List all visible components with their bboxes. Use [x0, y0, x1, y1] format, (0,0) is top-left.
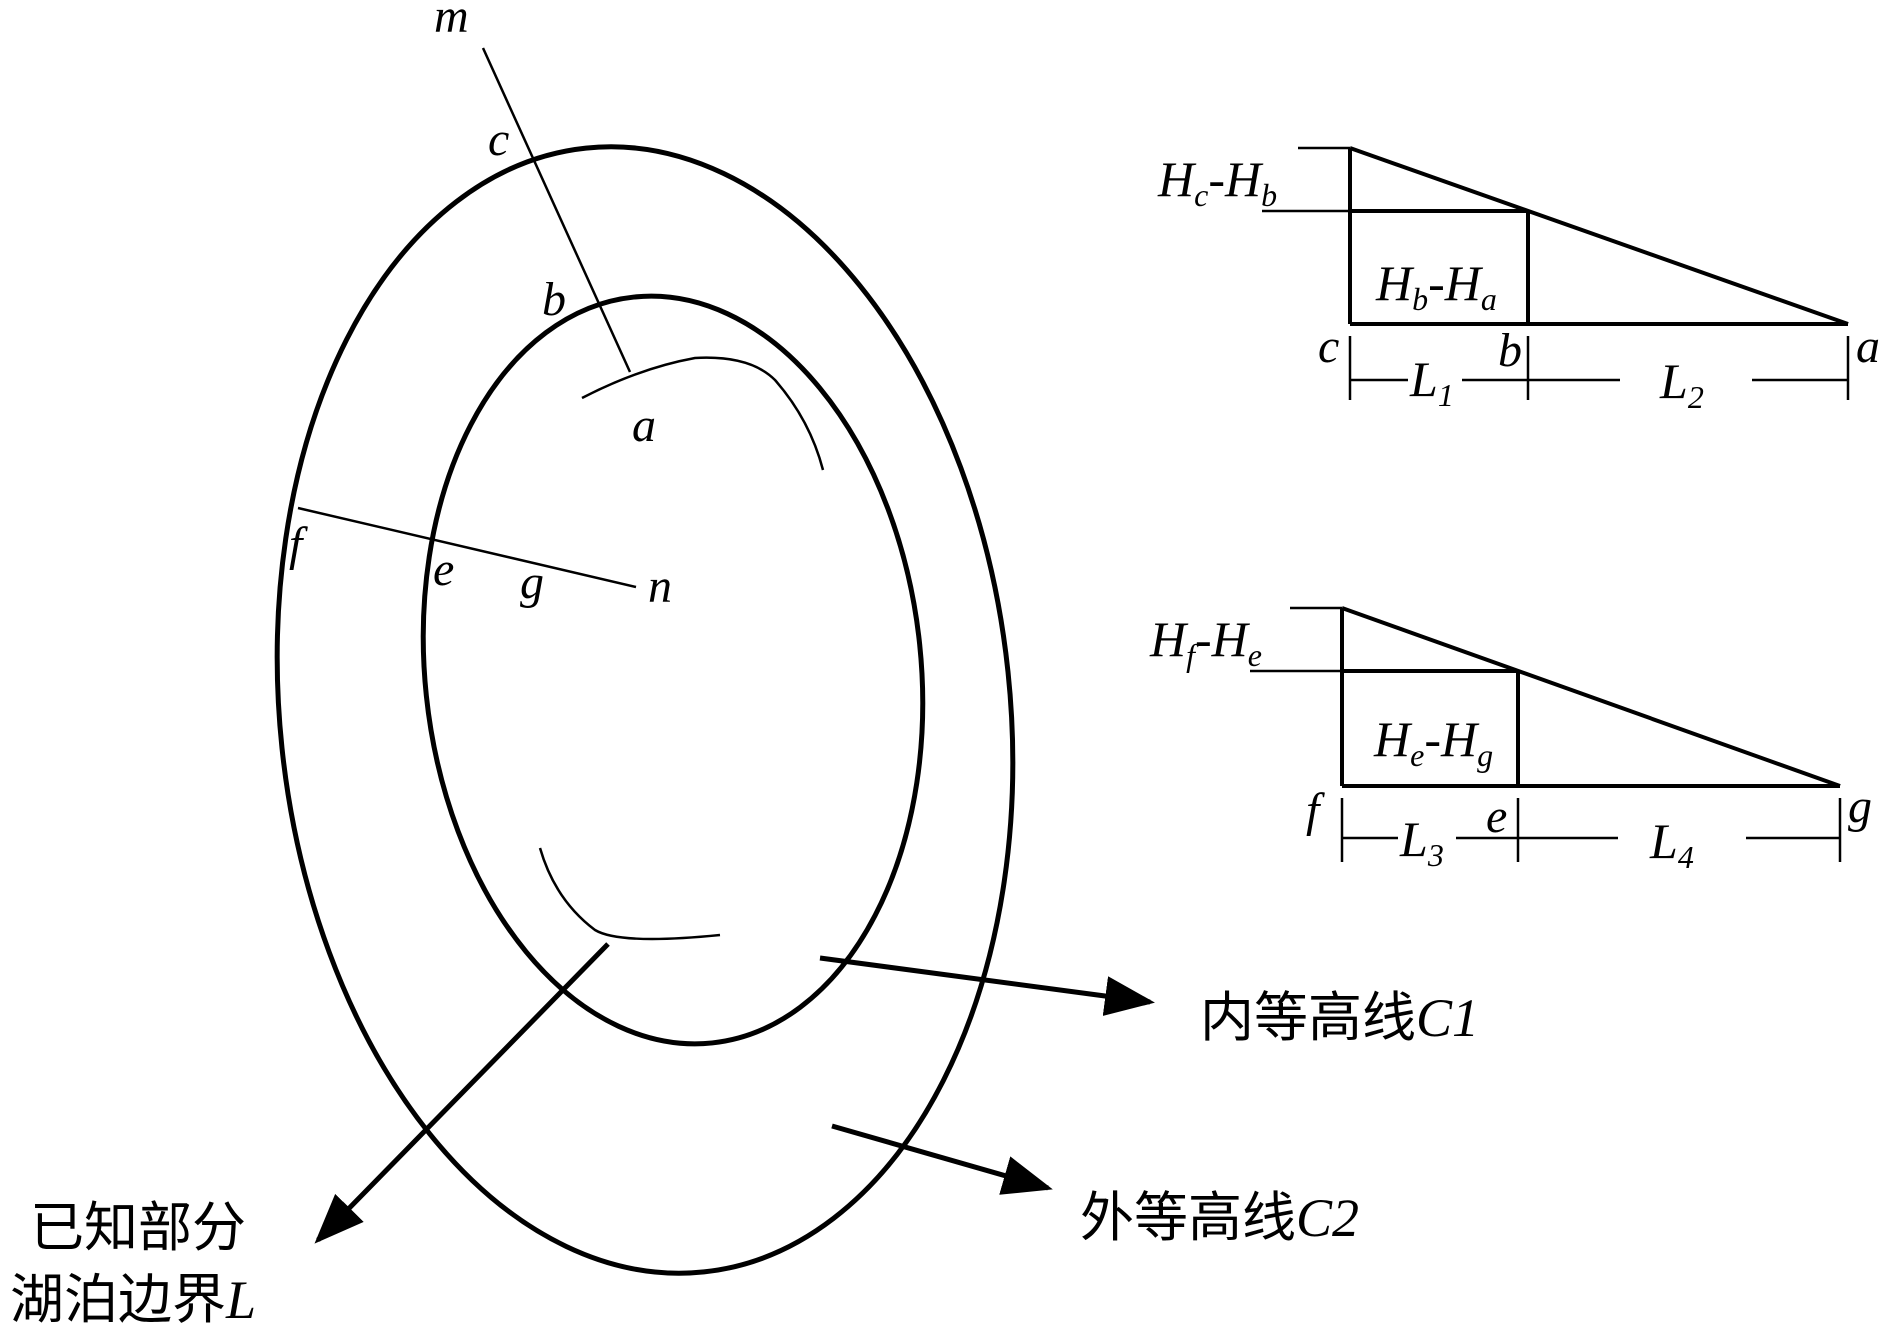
bottom-length-l3: L3 — [1399, 811, 1444, 873]
label-point-a: a — [632, 399, 656, 452]
section-line-n — [297, 506, 637, 589]
label-inner-contour: 内等高线C1 — [1200, 986, 1479, 1049]
top-corner-a: a — [1856, 320, 1880, 373]
lake-boundary-lower — [538, 847, 721, 941]
inner-contour-c1 — [420, 293, 926, 1047]
bottom-length-l4: L4 — [1649, 813, 1694, 875]
label-point-b: b — [542, 273, 566, 326]
top-length-l1: L1 — [1409, 351, 1454, 413]
label-point-e: e — [433, 543, 454, 596]
outer-contour-c2 — [274, 144, 1016, 1276]
label-point-m: m — [434, 0, 469, 43]
top-label-height-cb: Hc-Hb — [1157, 151, 1277, 213]
contour-figure: m c b a f e g n — [274, 0, 1016, 1276]
arrow-lake-boundary — [314, 942, 610, 1244]
label-point-c: c — [488, 113, 509, 166]
arrow-inner-contour — [819, 955, 1155, 1016]
bottom-label-height-eg: He-Hg — [1373, 711, 1493, 773]
arrow-outer-contour — [831, 1123, 1053, 1195]
label-lake-boundary-line1: 已知部分 — [30, 1196, 246, 1259]
section-line-m — [481, 47, 632, 373]
top-corner-b: b — [1498, 324, 1522, 377]
top-length-l2: L2 — [1659, 353, 1704, 415]
label-point-g: g — [520, 556, 544, 609]
bottom-corner-f: f — [1306, 784, 1325, 837]
label-lake-boundary-line2: 湖泊边界L — [10, 1268, 256, 1331]
triangle-bottom: Hf-He He-Hg f e g L3 L4 — [1149, 606, 1872, 875]
label-point-f: f — [289, 518, 308, 571]
triangle-top: Hc-Hb Hb-Ha c b a L1 L2 — [1157, 146, 1880, 415]
label-outer-contour: 外等高线C2 — [1080, 1186, 1359, 1249]
top-label-height-ba: Hb-Ha — [1375, 255, 1497, 317]
top-corner-c: c — [1318, 320, 1339, 373]
bottom-label-height-fe: Hf-He — [1149, 611, 1262, 673]
lake-boundary-upper — [581, 356, 825, 471]
bottom-corner-e: e — [1486, 790, 1507, 843]
bottom-corner-g: g — [1848, 780, 1872, 833]
label-point-n: n — [648, 560, 672, 613]
callouts: 内等高线C1 外等高线C2 已知部分 湖泊边界L — [10, 942, 1479, 1331]
